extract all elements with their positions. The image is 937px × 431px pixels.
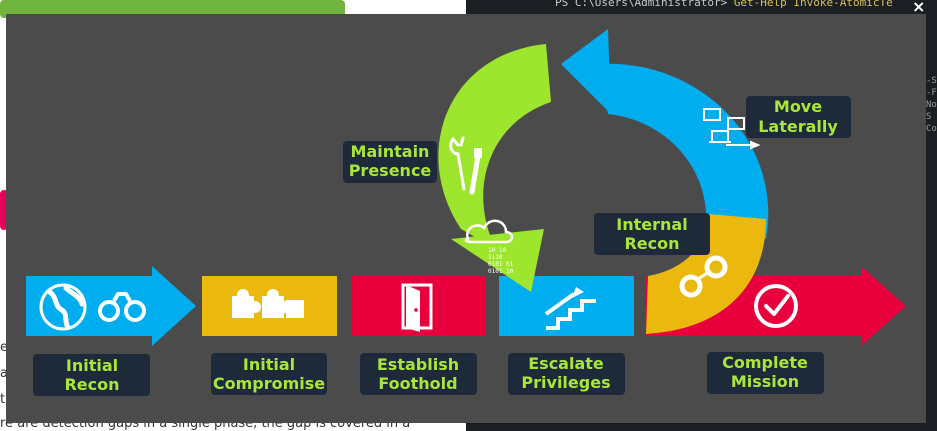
network-icon bbox=[703, 108, 761, 150]
label-line: Mission bbox=[731, 372, 799, 391]
background-thumbnail bbox=[0, 190, 8, 230]
label-complete-mission: Complete Mission bbox=[707, 352, 824, 394]
cycle-arc-maintain-presence: 10 10 1110 0101 01 0101 10 bbox=[438, 44, 551, 292]
background-header-image bbox=[0, 0, 345, 18]
attack-lifecycle-diagram: 10 10 1110 0101 01 0101 10 Initial Recon… bbox=[26, 29, 906, 396]
binoculars-icon bbox=[98, 292, 146, 322]
label-box bbox=[343, 141, 437, 183]
label-box bbox=[211, 353, 327, 395]
cycle-arrow bbox=[438, 44, 551, 249]
label-box bbox=[594, 213, 710, 255]
label-line: Initial bbox=[66, 356, 118, 375]
cycle-arc-move-laterally bbox=[561, 29, 769, 240]
label-line: Establish bbox=[377, 355, 459, 374]
label-line: Initial bbox=[243, 355, 295, 374]
label-box bbox=[746, 96, 851, 138]
close-icon[interactable]: × bbox=[912, 0, 926, 16]
terminal-command-line: PS C:\Users\Administrator> Get-Help Invo… bbox=[555, 0, 893, 9]
label-box bbox=[707, 352, 824, 394]
puzzle-icon bbox=[232, 289, 304, 318]
label-initial-recon: Initial Recon bbox=[33, 354, 150, 396]
label-line: Internal bbox=[616, 215, 687, 234]
phase-block bbox=[499, 276, 634, 336]
cloud-binary-line: 10 10 bbox=[488, 247, 506, 254]
label-line: Recon bbox=[64, 375, 119, 394]
lightbox-modal: 10 10 1110 0101 01 0101 10 Initial Recon… bbox=[6, 14, 926, 423]
cloud-binary-line: 0101 01 bbox=[488, 261, 514, 268]
label-line: Compromise bbox=[213, 374, 325, 393]
label-box bbox=[33, 354, 150, 396]
cycle-arrowhead bbox=[561, 29, 611, 114]
label-line: Foothold bbox=[378, 374, 457, 393]
cloud-data-icon: 10 10 1110 0101 01 0101 10 bbox=[464, 219, 514, 275]
label-line: Presence bbox=[349, 161, 432, 180]
label-initial-compromise: Initial Compromise bbox=[211, 353, 327, 395]
label-line: Escalate bbox=[528, 354, 604, 373]
cycle-arrow bbox=[598, 63, 769, 240]
cycle-arrowhead bbox=[451, 229, 544, 292]
tools-icon bbox=[449, 136, 482, 195]
phase-tile-initial-recon bbox=[26, 266, 196, 346]
door-icon bbox=[401, 283, 433, 332]
phase-tile-initial-compromise bbox=[202, 276, 337, 336]
background-text-line: e bbox=[0, 340, 8, 355]
checkmark-icon bbox=[754, 284, 798, 328]
cloud-binary-line: 0101 10 bbox=[488, 268, 514, 275]
label-line: Move bbox=[774, 97, 822, 116]
label-escalate-privileges: Escalate Privileges bbox=[508, 353, 625, 395]
globe-icon bbox=[39, 283, 87, 331]
label-line: Privileges bbox=[521, 373, 610, 392]
label-move-laterally: Move Laterally bbox=[746, 96, 851, 138]
label-internal-recon: Internal Recon bbox=[594, 213, 710, 255]
label-box bbox=[360, 353, 477, 395]
label-line: Recon bbox=[624, 234, 679, 253]
label-line: Laterally bbox=[758, 117, 838, 136]
label-establish-foothold: Establish Foothold bbox=[360, 353, 477, 395]
background-text-line: t bbox=[0, 392, 6, 407]
phase-tile-establish-foothold bbox=[351, 276, 486, 336]
label-line: Maintain bbox=[351, 142, 430, 161]
cycle-arc-internal-recon bbox=[646, 214, 766, 334]
cloud-binary-line: 1110 bbox=[488, 254, 503, 261]
handcuffs-icon bbox=[679, 255, 728, 298]
label-maintain-presence: Maintain Presence bbox=[343, 141, 437, 183]
stairs-icon bbox=[544, 287, 596, 330]
phase-tile-escalate-privileges bbox=[499, 276, 634, 336]
terminal-command: Get-Help Invoke-AtomicTe bbox=[733, 0, 893, 9]
label-line: Complete bbox=[722, 353, 808, 372]
label-box bbox=[508, 353, 625, 395]
terminal-prompt: PS C:\Users\Administrator> bbox=[555, 0, 728, 9]
